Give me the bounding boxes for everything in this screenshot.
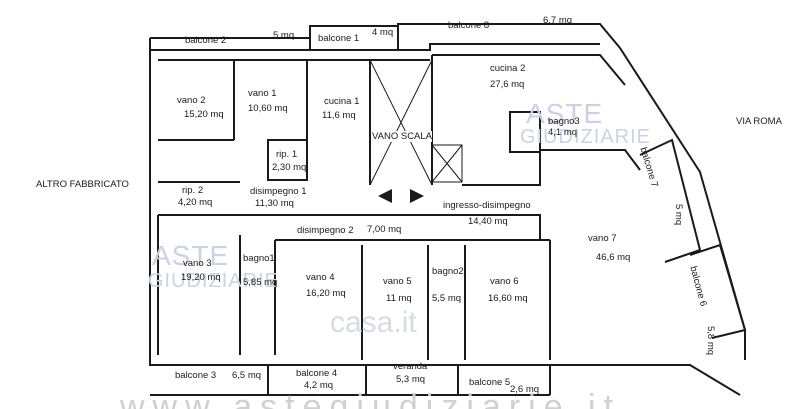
stair-cross bbox=[369, 59, 433, 186]
label-bagno2-name: bagno2 bbox=[432, 266, 464, 277]
label-balcone1-name: balcone 1 bbox=[318, 33, 360, 44]
watermark-aste-top: ASTE bbox=[526, 98, 604, 129]
label-vano7-name: vano 7 bbox=[588, 233, 617, 244]
label-vano1-name: vano 1 bbox=[248, 88, 277, 99]
label-vano5-area: 11 mq bbox=[386, 293, 412, 304]
label-disimpegno1-area: 11,30 mq bbox=[255, 198, 294, 209]
watermark-casa: casa.it bbox=[330, 306, 417, 339]
label-balcone6-area: 5,8 mq bbox=[705, 326, 716, 356]
label-cucina1-area: 11,6 mq bbox=[322, 110, 356, 121]
label-rip2-area: 4,20 mq bbox=[178, 197, 213, 208]
label-balcone4-name: balcone 4 bbox=[296, 368, 338, 379]
label-balcone8-area: 6,7 mq bbox=[543, 15, 573, 26]
label-veranda-name: veranda bbox=[393, 361, 428, 372]
label-rip1-area: 2,30 mq bbox=[272, 162, 307, 173]
label-bagno1-name: bagno1 bbox=[243, 253, 275, 264]
arrow-left bbox=[378, 189, 392, 203]
balcone7-outline bbox=[639, 138, 702, 263]
watermark-giudiziarie-top: GIUDIZIARIE bbox=[520, 126, 652, 148]
label-ingresso-name: ingresso-disimpegno bbox=[443, 200, 531, 211]
wall-upper-right bbox=[432, 54, 626, 86]
label-vano2-name: vano 2 bbox=[177, 95, 206, 106]
label-cucina2-area: 27,6 mq bbox=[490, 79, 525, 90]
label-balcone8-name: balcone 8 bbox=[448, 20, 490, 31]
label-cucina2-name: cucina 2 bbox=[490, 63, 526, 74]
label-altro-fabbricato: ALTRO FABBRICATO bbox=[36, 179, 129, 190]
wall-disimpegno2-top bbox=[240, 214, 541, 240]
label-bagno3-name: bagno3 bbox=[548, 116, 580, 127]
arrow-right bbox=[410, 189, 424, 203]
label-disimpegno2-name: disimpegno 2 bbox=[297, 225, 354, 236]
label-balcone4-area: 4,2 mq bbox=[304, 380, 334, 391]
label-balcone2-area: 5 mq bbox=[273, 30, 295, 41]
label-bagno2-area: 5,5 mq bbox=[432, 293, 462, 304]
label-balcone7-area: 5 mq bbox=[673, 204, 684, 226]
wall-rip1 bbox=[267, 139, 308, 181]
label-via-roma: VIA ROMA bbox=[736, 116, 782, 127]
label-rip2-name: rip. 2 bbox=[182, 185, 204, 196]
label-vano3-area: 19,20 mq bbox=[181, 272, 221, 283]
wall-rip2 bbox=[158, 181, 240, 216]
wall-vano7-top bbox=[540, 149, 641, 171]
wall-ingresso-left bbox=[462, 150, 541, 186]
label-balcone5-area: 2,6 mq bbox=[510, 384, 540, 395]
label-vano3-name: vano 3 bbox=[183, 258, 212, 269]
label-vano5-name: vano 5 bbox=[383, 276, 412, 287]
label-vano6-name: vano 6 bbox=[490, 276, 519, 287]
balcone6-outline bbox=[689, 243, 747, 339]
label-vano1-area: 10,60 mq bbox=[248, 103, 288, 114]
stair-arrows bbox=[378, 189, 424, 203]
label-balcone3-area: 6,5 mq bbox=[232, 370, 262, 381]
small-shaft bbox=[431, 144, 463, 183]
label-balcone3-name: balcone 3 bbox=[175, 370, 217, 381]
label-disimpegno2-area: 7,00 mq bbox=[367, 224, 402, 235]
balcony-top-line bbox=[150, 43, 600, 51]
label-vano4-name: vano 4 bbox=[306, 272, 335, 283]
label-cucina1-name: cucina 1 bbox=[324, 96, 360, 107]
label-vano7-area: 46,6 mq bbox=[596, 252, 631, 263]
label-vano2-area: 15,20 mq bbox=[184, 109, 224, 120]
label-ingresso-area: 14,40 mq bbox=[468, 216, 508, 227]
watermark-bottom-url: www.astegiudiziarie.it bbox=[120, 388, 622, 409]
label-vano6-area: 16,60 mq bbox=[488, 293, 528, 304]
label-disimpegno1-name: disimpegno 1 bbox=[250, 186, 307, 197]
label-balcone2-name: balcone 2 bbox=[185, 35, 227, 46]
label-rip1-name: rip. 1 bbox=[276, 149, 298, 160]
watermark-aste-left: ASTE bbox=[152, 240, 230, 271]
label-vano-scala: VANO SCALA bbox=[372, 131, 433, 142]
label-bagno1-area: 5,85 mq bbox=[243, 277, 278, 288]
label-balcone5-name: balcone 5 bbox=[469, 377, 511, 388]
label-veranda-area: 5,3 mq bbox=[396, 374, 426, 385]
watermark-giudiziarie-left: GIUDIZIARIE bbox=[148, 270, 280, 292]
label-bagno3-area: 4,1 mq bbox=[548, 127, 578, 138]
label-balcone1-area: 4 mq bbox=[372, 27, 394, 38]
label-vano4-area: 16,20 mq bbox=[306, 288, 346, 299]
